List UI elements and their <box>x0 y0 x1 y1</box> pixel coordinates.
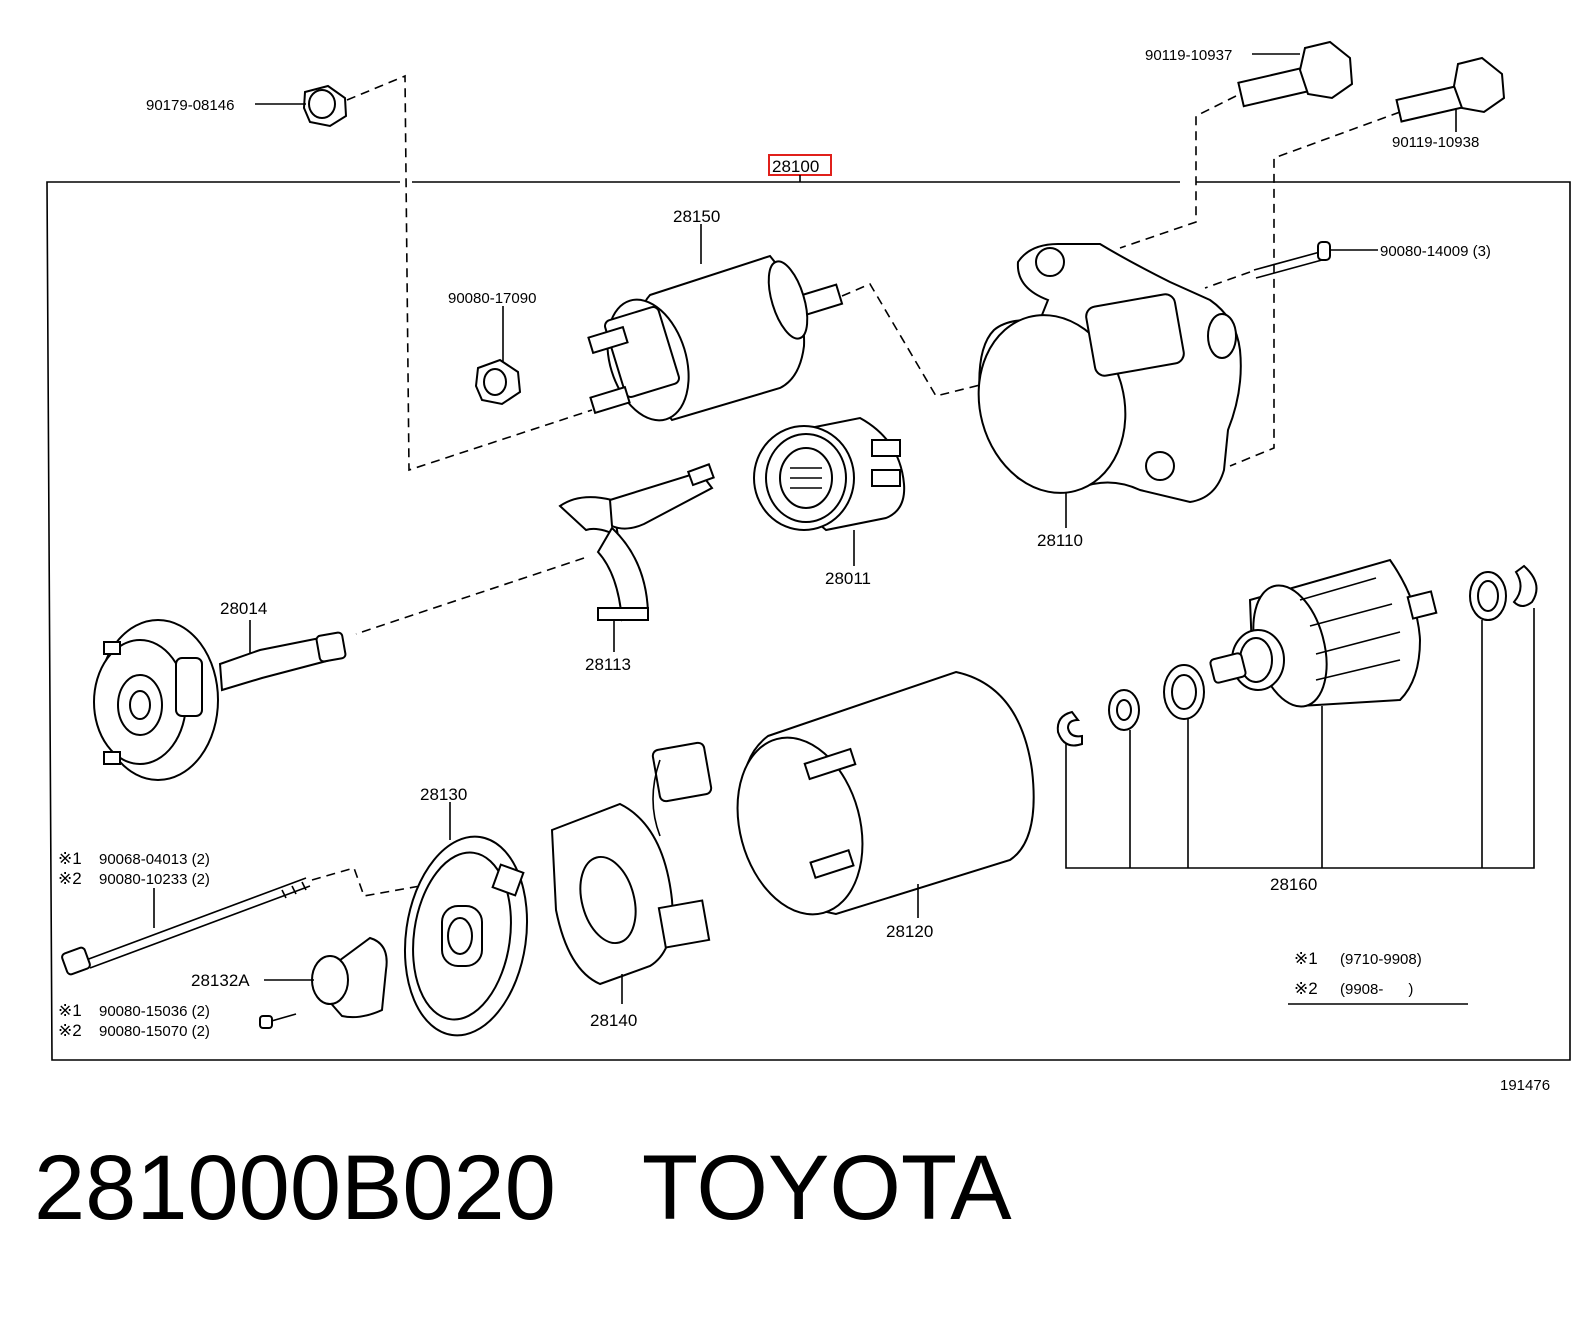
drive-shaft-label: 28014 <box>220 599 267 618</box>
bolt-long-dash <box>311 867 421 897</box>
assembly-frame <box>46 181 1571 1061</box>
bolt-long-part <box>61 877 311 976</box>
armature-snap-ring-right <box>1512 564 1538 607</box>
lever-part <box>558 463 715 622</box>
clutch-part <box>753 416 906 532</box>
brush-holder-label: 28140 <box>590 1011 637 1030</box>
bolt-a-part <box>1237 40 1354 108</box>
housing-part <box>977 243 1242 504</box>
legend-range-1: (9710-9908) <box>1340 951 1422 968</box>
cover-label: 28132A <box>191 971 250 990</box>
bolt-long-label-2: 90080-10233 (2) <box>99 871 210 888</box>
screw-label-2: 90080-15070 (2) <box>99 1023 210 1040</box>
bolt-a-dash <box>1119 95 1237 249</box>
screw-mark-2: ※2 <box>58 1021 82 1040</box>
bolt-a-label: 90119-10937 <box>1145 47 1232 64</box>
bolt-long-mark-2: ※2 <box>58 869 82 888</box>
lever-dash <box>355 557 585 635</box>
legend-range-2: (9908- ) <box>1340 981 1413 998</box>
housing-label: 28110 <box>1037 531 1083 550</box>
solenoid-dash <box>841 282 985 397</box>
bolt-through-part <box>1253 241 1331 279</box>
armature-washer-mid <box>1163 664 1205 720</box>
caption-brand: TOYOTA <box>641 1137 1012 1239</box>
end-frame-label: 28130 <box>420 785 467 804</box>
caption-part-number: 281000B020 <box>34 1137 556 1239</box>
yoke-part <box>736 670 1035 916</box>
nut-top-label: 90179-08146 <box>146 97 234 114</box>
screw-part <box>259 1013 297 1029</box>
lever-label: 28113 <box>585 655 631 674</box>
cover-part <box>311 936 388 1019</box>
bolt-b-label: 90119-10938 <box>1392 134 1479 151</box>
nut-top-part <box>302 84 348 128</box>
screw-label-1: 90080-15036 (2) <box>99 1003 210 1020</box>
armature-part <box>1209 558 1438 708</box>
solenoid-part <box>587 254 844 422</box>
assembly-number: 28100 <box>772 157 819 176</box>
armature-snap-ring-left <box>1056 710 1083 747</box>
screw-mark-1: ※1 <box>58 1001 82 1020</box>
diagram-id: 191476 <box>1500 1077 1550 1094</box>
armature-washer-small <box>1108 689 1140 731</box>
armature-group-bracket <box>1065 608 1535 869</box>
starter-parts-diagram: 28100 90179-08146 90119-10937 90119-1093… <box>46 40 1571 1094</box>
armature-washer-right <box>1469 571 1507 621</box>
nut-solenoid-label: 90080-17090 <box>448 290 536 307</box>
bolt-long-mark-1: ※1 <box>58 849 82 868</box>
bolt-through-dash <box>1204 271 1251 289</box>
legend-mark-2: ※2 <box>1294 979 1318 998</box>
caption: 281000B020 TOYOTA <box>34 1138 1012 1238</box>
drive-shaft-part <box>93 619 347 781</box>
bolt-through-label: 90080-14009 (3) <box>1380 243 1491 260</box>
clutch-label: 28011 <box>825 569 871 588</box>
solenoid-label: 28150 <box>673 207 720 226</box>
end-frame-part <box>403 835 529 1037</box>
armature-label: 28160 <box>1270 875 1317 894</box>
brush-holder-part <box>550 741 713 986</box>
bolt-long-label-1: 90068-04013 (2) <box>99 851 210 868</box>
yoke-label: 28120 <box>886 922 933 941</box>
bolt-b-part <box>1395 56 1506 123</box>
legend-mark-1: ※1 <box>1294 949 1318 968</box>
bolt-b-dash <box>1229 111 1401 467</box>
nut-top-dash <box>346 74 593 472</box>
nut-solenoid-part <box>474 358 522 406</box>
